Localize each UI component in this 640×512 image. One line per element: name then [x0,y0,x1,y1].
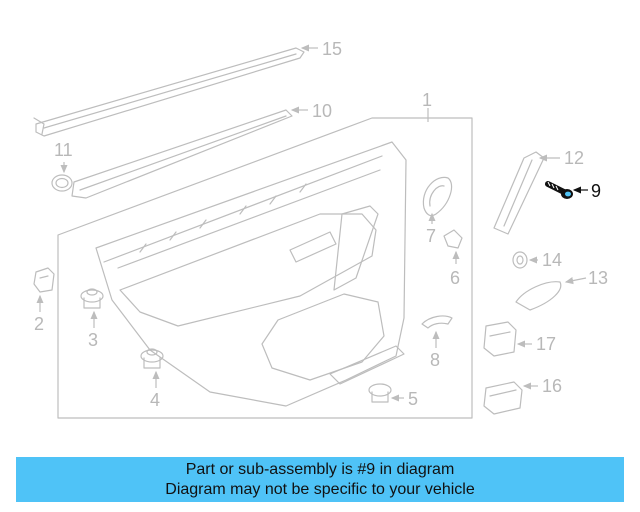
part-10-trim-strip[interactable] [71,109,293,199]
part-8-curved-strip[interactable] [421,315,453,329]
callout-12: 12 [564,148,584,168]
callout-16: 16 [542,376,562,396]
part-9-screw[interactable] [545,181,573,199]
part-17-switch[interactable] [483,321,517,357]
part-4-push-clip[interactable] [140,348,164,369]
part-6-bracket[interactable] [443,229,463,249]
callout-6: 6 [450,268,460,288]
callout-9: 9 [591,181,601,201]
part-12-pillar-trim[interactable] [493,151,545,235]
banner-line-part: Part or sub-assembly is #9 in diagram [185,461,455,478]
info-banner: Part or sub-assembly is #9 in diagram Di… [16,457,624,502]
callout-7: 7 [426,226,436,246]
callout-14: 14 [542,250,562,270]
callout-2: 2 [34,314,44,334]
callout-1: 1 [422,90,432,110]
callout-3: 3 [88,330,98,350]
callout-10: 10 [312,101,332,121]
callout-5: 5 [408,389,418,409]
part-5-clip[interactable] [368,383,392,403]
banner-line-disclaimer: Diagram may not be specific to your vehi… [165,481,475,498]
part-3-push-clip[interactable] [80,288,104,309]
callout-11: 11 [54,140,73,160]
part-1-door-trim-panel[interactable] [57,117,473,419]
callout-17: 17 [536,334,556,354]
part-14-grommet[interactable] [512,251,528,269]
callout-13: 13 [588,268,608,288]
part-15-belt-molding[interactable] [33,47,305,137]
callout-15: 15 [322,39,342,59]
callout-8: 8 [430,350,440,370]
callout-labels: 1 2 3 4 5 6 7 8 9 10 11 12 13 14 15 16 1… [34,39,608,410]
part-2-clip[interactable] [33,267,55,293]
callout-4: 4 [150,390,160,410]
part-7-handle-bezel[interactable] [422,176,453,217]
leader-lines [36,44,588,402]
part-13-cover-pad[interactable] [515,281,562,311]
part-16-switch[interactable] [483,381,523,415]
part-11-grommet[interactable] [51,174,73,192]
parts-diagram: 1 2 3 4 5 6 7 8 9 10 11 12 13 14 15 16 1… [33,39,608,419]
